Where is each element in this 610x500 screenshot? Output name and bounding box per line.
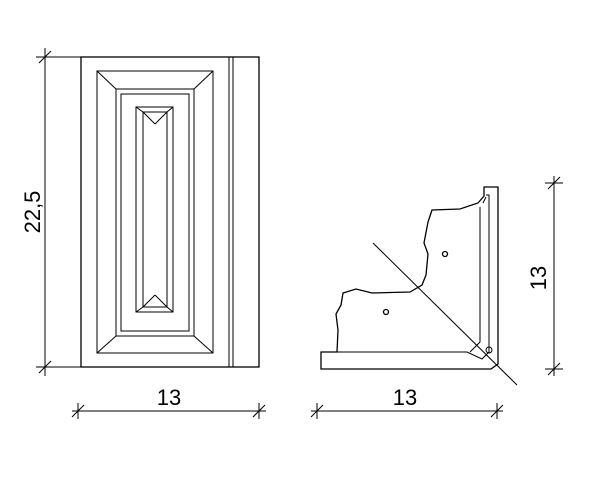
pyramid-line bbox=[154, 294, 168, 308]
front-view bbox=[80, 56, 260, 368]
panel-raised-inner bbox=[142, 111, 168, 308]
panel-outer-frame bbox=[80, 56, 260, 368]
raised-corner-line bbox=[135, 106, 144, 113]
mounting-hole bbox=[382, 308, 390, 316]
pyramid-line bbox=[154, 111, 168, 125]
bevel-corner-line bbox=[193, 70, 214, 90]
tick-mark bbox=[547, 176, 561, 190]
tick-mark bbox=[490, 404, 504, 418]
profile-outline bbox=[320, 186, 499, 370]
panel-raised-outer bbox=[135, 106, 174, 313]
profile-width-dimension: 13 bbox=[310, 385, 504, 419]
tick-mark bbox=[252, 404, 266, 418]
tick-mark bbox=[547, 362, 561, 376]
profile-height-dimension: 13 bbox=[526, 176, 563, 376]
tick-mark bbox=[310, 404, 324, 418]
profile-inner-wall bbox=[337, 194, 490, 360]
profile-inner-wall bbox=[469, 196, 487, 353]
profile-height-label: 13 bbox=[526, 266, 551, 290]
tick-mark bbox=[38, 360, 52, 374]
pyramid-line bbox=[142, 294, 156, 308]
tick-mark bbox=[71, 404, 85, 418]
bevel-corner-line bbox=[96, 70, 117, 90]
pyramid-line bbox=[142, 111, 156, 125]
panel-raised-border bbox=[120, 93, 190, 332]
profile-width-label: 13 bbox=[393, 385, 417, 410]
panel-bevel-inner bbox=[115, 88, 195, 337]
raised-corner-line bbox=[166, 306, 174, 313]
mounting-hole bbox=[441, 250, 449, 258]
front-width-label: 13 bbox=[157, 385, 181, 410]
raised-corner-line bbox=[135, 306, 144, 313]
height-dimension: 22,5 bbox=[20, 48, 81, 376]
height-label: 22,5 bbox=[20, 191, 45, 234]
bevel-corner-line bbox=[96, 335, 117, 354]
profile-view bbox=[320, 186, 518, 386]
bevel-corner-line bbox=[193, 335, 214, 354]
corner-mark bbox=[485, 346, 493, 354]
front-width-dimension: 13 bbox=[71, 385, 266, 419]
tick-mark bbox=[38, 50, 52, 64]
raised-corner-line bbox=[166, 106, 174, 113]
panel-bevel-outer bbox=[96, 70, 214, 354]
profile-diagonal-line bbox=[372, 242, 518, 386]
